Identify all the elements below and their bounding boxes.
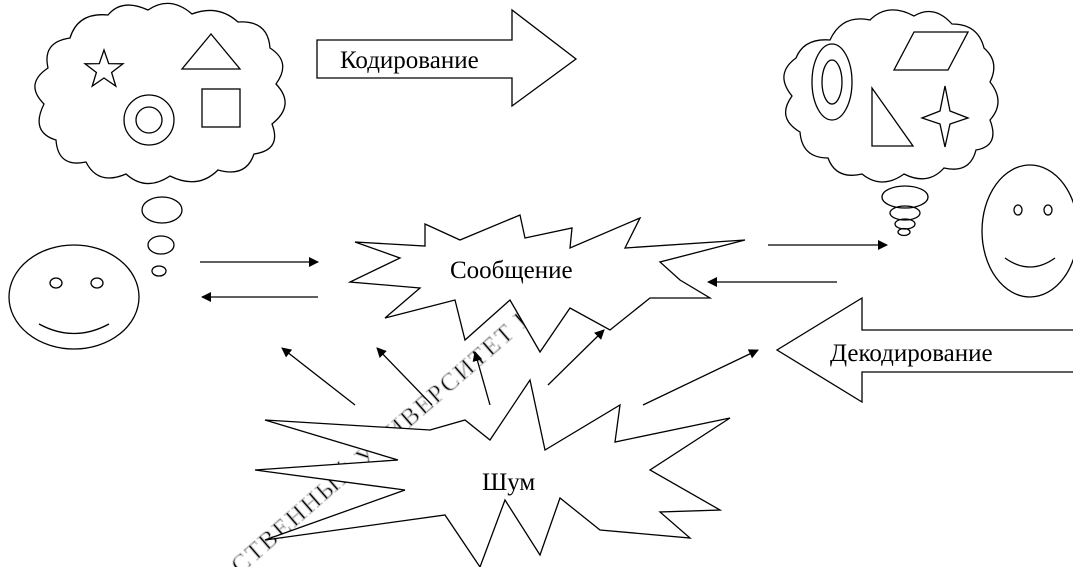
parallelogram-icon (892, 31, 970, 71)
decoding-label: Декодирование (830, 340, 993, 367)
receiver-smiley-face-icon (981, 164, 1073, 298)
noise-arrow (472, 351, 491, 406)
ring-icon (123, 94, 175, 146)
receiver-thought-bubbles (881, 185, 929, 237)
encoding-label: Кодирование (340, 47, 479, 74)
noise-label: Шум (482, 469, 535, 496)
star-icon (83, 48, 125, 88)
ellipse-ring-icon (811, 43, 853, 121)
noise-arrow (281, 347, 356, 406)
sender-thought-bubbles (141, 196, 183, 277)
triangle-icon (180, 32, 242, 70)
message-label: Сообщение (450, 257, 573, 284)
square-icon (201, 88, 241, 128)
noise-arrow (642, 349, 759, 406)
flow-arrows (200, 240, 888, 302)
noise-arrows (281, 329, 759, 406)
cloud-icon (783, 9, 999, 183)
encoding-block-arrow: Кодирование (316, 8, 578, 108)
sender-smiley-face-icon (8, 244, 140, 350)
receiver-thought-cloud (783, 9, 999, 183)
sender-thought-cloud (34, 2, 286, 185)
noise-arrow (547, 329, 605, 386)
four-point-star-icon (920, 85, 970, 148)
right-triangle-icon (871, 85, 915, 147)
noise-arrow (376, 347, 433, 406)
message-burst: Сообщение (347, 214, 746, 354)
decoding-block-arrow: Декодирование (775, 296, 1073, 404)
cloud-icon (34, 2, 286, 185)
noise-burst: Шум (254, 378, 731, 567)
